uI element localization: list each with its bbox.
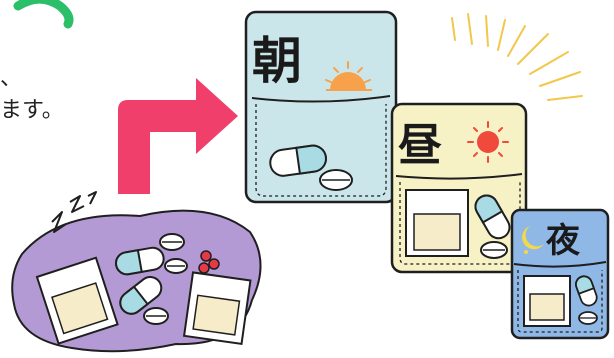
- sun-rays-icon: [452, 14, 582, 100]
- morning-label: 朝: [252, 32, 302, 90]
- noon-card: 昼: [392, 104, 526, 272]
- arrow-icon: [118, 78, 238, 194]
- morning-card: 朝: [246, 12, 396, 202]
- logo-icon: [18, 0, 69, 24]
- scattered-medicine-group: [12, 192, 260, 351]
- noon-label: 昼: [398, 120, 442, 171]
- night-label: 夜: [545, 221, 581, 261]
- sun-icon: [468, 122, 508, 162]
- night-card: 夜: [512, 210, 608, 338]
